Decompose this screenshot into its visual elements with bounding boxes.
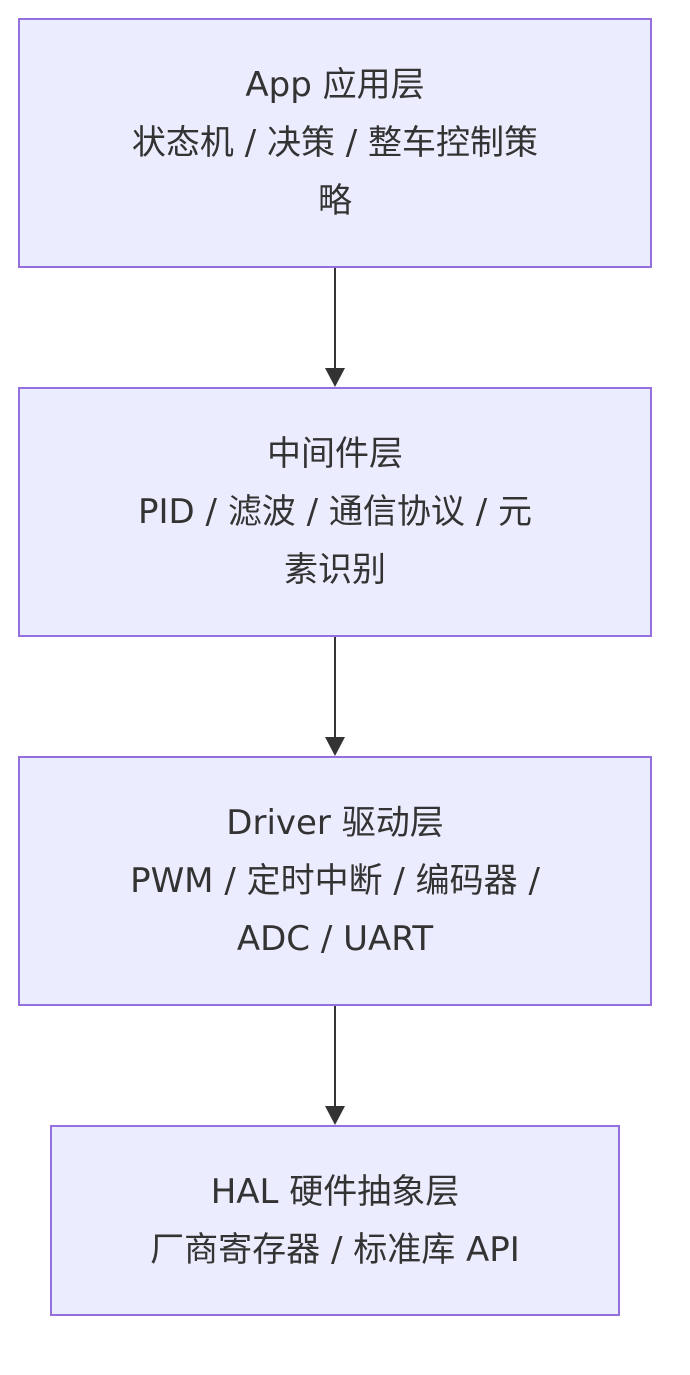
arrowhead-icon: [325, 368, 345, 387]
arrowhead-icon: [325, 737, 345, 756]
node-title: HAL 硬件抽象层: [210, 1171, 460, 1212]
arrowhead-icon: [325, 1106, 345, 1125]
node-hal-layer: HAL 硬件抽象层 厂商寄存器 / 标准库 API: [50, 1125, 620, 1316]
edge-app-to-middleware: [325, 268, 345, 387]
node-detail: PWM / 定时中断 / 编码器 /: [130, 861, 540, 901]
node-middleware-layer: 中间件层 PID / 滤波 / 通信协议 / 元 素识别: [18, 387, 652, 637]
node-detail: 素识别: [284, 550, 386, 590]
node-detail: 状态机 / 决策 / 整车控制策: [131, 123, 539, 163]
node-title: 中间件层: [267, 434, 403, 474]
node-driver-layer: Driver 驱动层 PWM / 定时中断 / 编码器 / ADC / UART: [18, 756, 652, 1006]
node-detail: 略: [318, 181, 352, 221]
node-app-layer: App 应用层 状态机 / 决策 / 整车控制策 略: [18, 18, 652, 268]
edge-middleware-to-driver: [325, 637, 345, 756]
node-title: Driver 驱动层: [226, 803, 444, 843]
node-detail: PID / 滤波 / 通信协议 / 元: [138, 492, 532, 532]
edge-driver-to-hal: [325, 1006, 345, 1125]
node-detail: ADC / UART: [236, 919, 434, 959]
node-title: App 应用层: [245, 65, 425, 105]
node-detail: 厂商寄存器 / 标准库 API: [150, 1229, 520, 1270]
